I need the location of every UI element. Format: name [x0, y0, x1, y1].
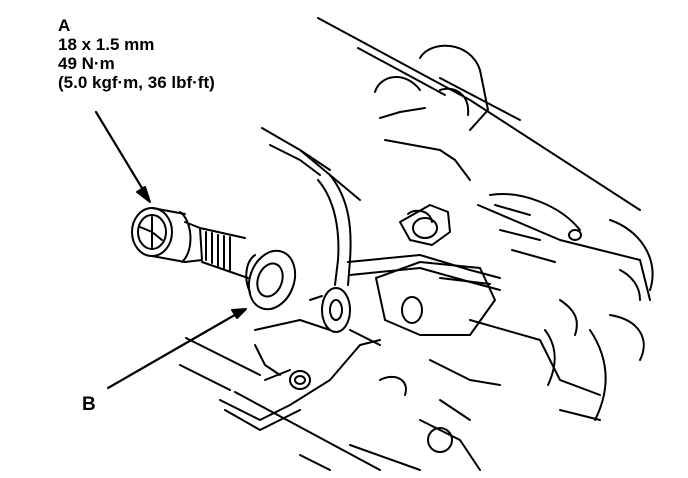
callout-a-size: 18 x 1.5 mm [58, 35, 155, 54]
callout-a-torque-alt: (5.0 kgf·m, 36 lbf·ft) [58, 73, 215, 92]
callout-b-letter: B [82, 394, 96, 415]
leader-arrow-a [94, 110, 151, 203]
callout-a-torque: 49 N·m [58, 54, 115, 73]
callout-a: A 18 x 1.5 mm 49 N·m (5.0 kgf·m, 36 lbf·… [58, 16, 215, 92]
callout-a-letter: A [58, 16, 71, 35]
transmission-housing [179, 17, 654, 471]
bolt [131, 207, 249, 279]
fluid-pipe [309, 174, 501, 346]
leader-arrow-b [106, 308, 247, 390]
sealing-washer [245, 249, 297, 311]
